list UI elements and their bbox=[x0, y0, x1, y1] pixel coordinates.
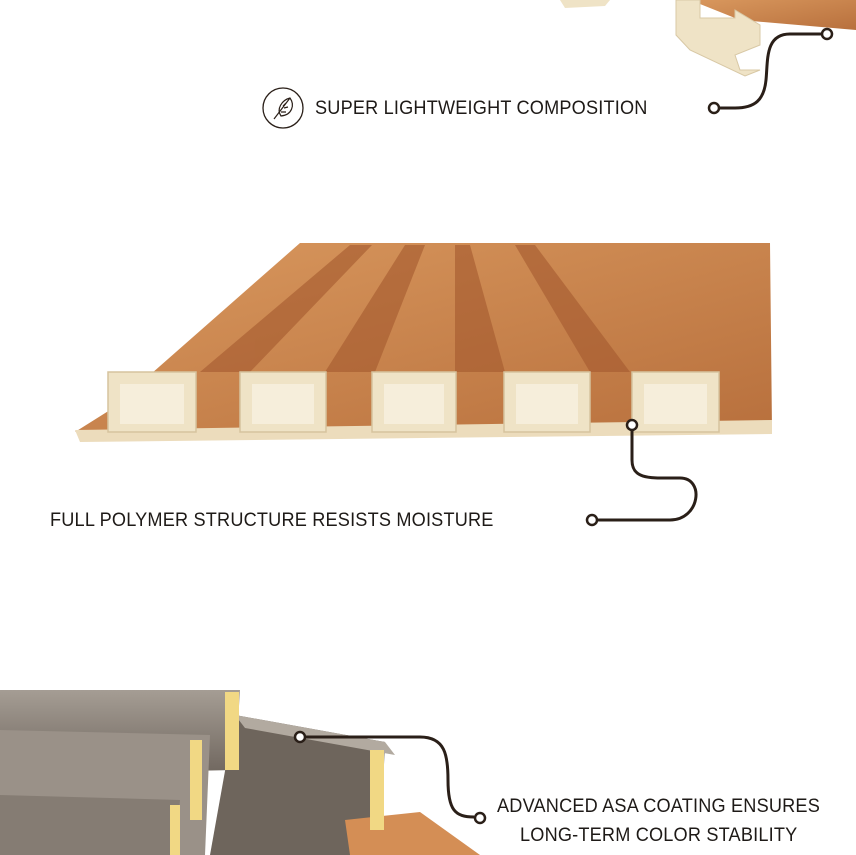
callout-line-moisture bbox=[598, 430, 698, 522]
leaf-icon bbox=[262, 87, 304, 129]
callout-lines bbox=[306, 32, 821, 819]
callout-line-lightweight bbox=[720, 32, 821, 110]
fluted-wall-panel-image bbox=[75, 243, 772, 442]
feature-label-lightweight: SUPER LIGHTWEIGHT COMPOSITION bbox=[315, 97, 648, 119]
top-panel-profile-image bbox=[560, 0, 856, 77]
stacked-grey-panels-image bbox=[0, 690, 480, 855]
callout-dots bbox=[293, 27, 834, 825]
callout-line-asa bbox=[306, 735, 475, 819]
feature-label-asa-line2: LONG-TERM COLOR STABILITY bbox=[520, 824, 798, 846]
feature-label-moisture: FULL POLYMER STRUCTURE RESISTS MOISTURE bbox=[50, 509, 494, 531]
feature-label-asa-line1: ADVANCED ASA COATING ENSURES bbox=[497, 795, 820, 817]
